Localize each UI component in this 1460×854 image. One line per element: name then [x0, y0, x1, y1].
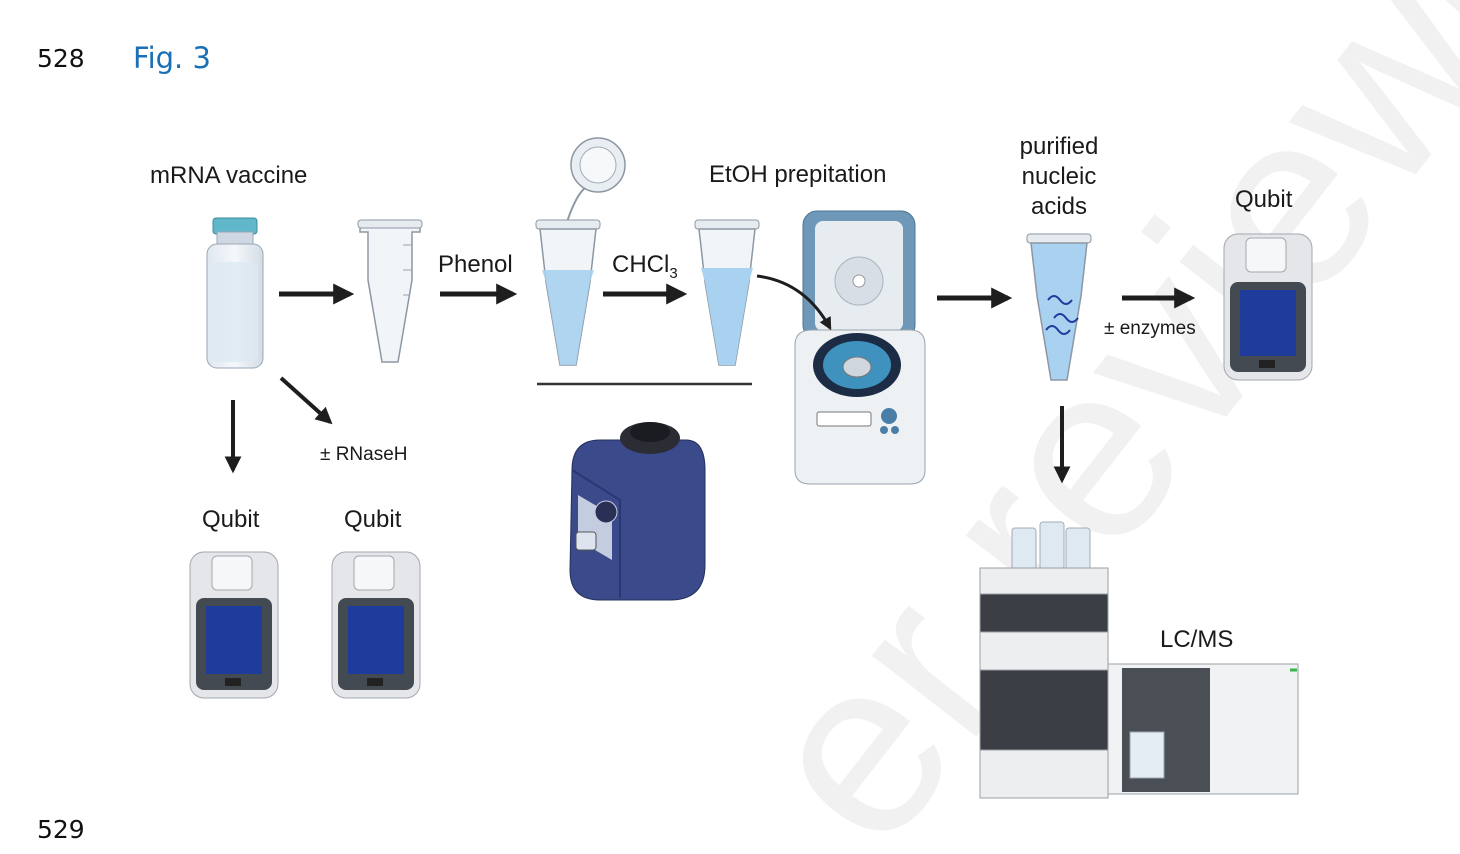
label-lcms: LC/MS [1160, 626, 1234, 653]
vortex-mixer [569, 422, 706, 601]
qubit-device-left-1 [189, 551, 279, 699]
empty-tube [357, 219, 423, 363]
lcms-instrument [979, 521, 1299, 799]
label-mrna-vaccine: mRNA vaccine [150, 162, 308, 189]
vaccine-vial [206, 217, 264, 369]
label-phenol: Phenol [438, 251, 513, 278]
label-purified-nucleic-acids: purified nucleic acids [1019, 133, 1099, 220]
flow-arrows [224, 274, 1196, 484]
figure-title: Fig. 3 [133, 41, 211, 75]
purified-tube [1026, 233, 1092, 381]
qubit-device-right [1223, 233, 1313, 381]
arrow-to-centrifuge [756, 274, 832, 331]
qubit-device-left-2 [331, 551, 421, 699]
label-chcl3: CHCl3 [612, 251, 678, 282]
phenol-tube [535, 137, 626, 366]
label-etoh-precipitation: EtOH prepitation [709, 161, 887, 188]
label-qubit-left-1: Qubit [202, 506, 260, 533]
chcl3-tube [694, 219, 760, 366]
label-rnaseh: ± RNaseH [320, 444, 408, 465]
label-qubit-left-2: Qubit [344, 506, 402, 533]
arrow-rnaseh [279, 376, 333, 425]
line-number-top: 528 [37, 44, 85, 73]
label-enzymes: ± enzymes [1104, 318, 1196, 339]
line-number-bottom: 529 [37, 815, 85, 844]
centrifuge [794, 210, 926, 485]
label-qubit-right: Qubit [1235, 186, 1293, 213]
